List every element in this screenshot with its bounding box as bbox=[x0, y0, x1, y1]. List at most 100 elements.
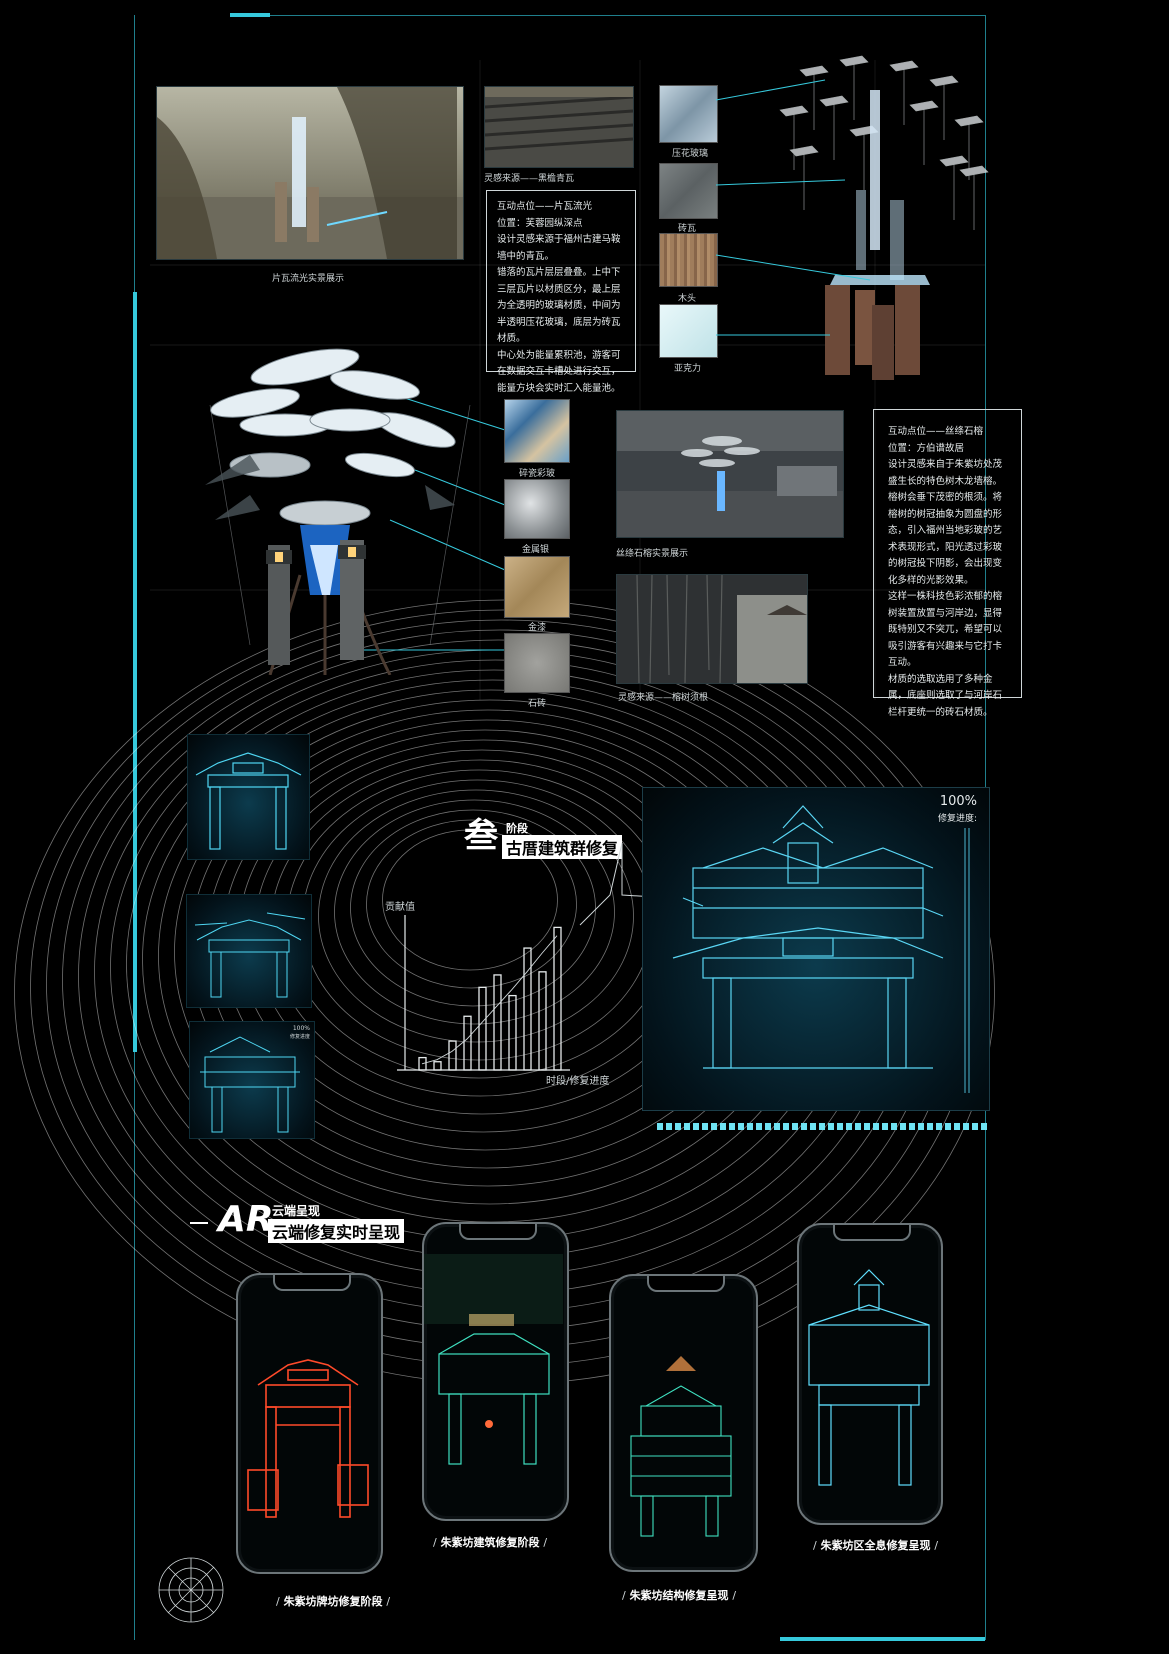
material-swatch-stone-brick bbox=[504, 633, 570, 693]
note-paragraph: 中心处为能量累积池，游客可在数据交互卡槽处进行交互，能量方块会实时汇入能量池。 bbox=[497, 349, 621, 394]
stone-banyan-note: 互动点位——丝绦石榕 位置：方伯谱故居 设计灵感来自于朱紫坊处茂盛生长的特色树木… bbox=[873, 409, 1022, 718]
material-swatch-brick-tile bbox=[659, 163, 718, 219]
contour-ring bbox=[334, 799, 615, 1025]
note-paragraph: 这样一株科技色彩浓郁的榕树装置放置与河岸边，显得既特别又不突兀，希望可以吸引游客… bbox=[888, 591, 1003, 668]
stone-banyan-photo bbox=[616, 410, 844, 538]
material-swatch-stained-glass bbox=[504, 399, 570, 463]
tile-roof-photo bbox=[484, 86, 634, 168]
floating-tile bbox=[819, 95, 849, 107]
ar-big-text: AR bbox=[218, 1199, 274, 1240]
chart-bar bbox=[508, 994, 517, 1071]
hologram-panel-bottom-bar bbox=[657, 1123, 988, 1130]
phone-notch bbox=[833, 1225, 911, 1241]
material-label: 压花玻璃 bbox=[672, 149, 709, 159]
gate-hologram-thumb-3: 100% 修复进度 bbox=[189, 1021, 315, 1139]
contribution-bar-chart bbox=[397, 915, 570, 1071]
material-label: 碎瓷彩玻 bbox=[519, 469, 556, 479]
stone-banyan-photo-caption: 丝绦石榕实景展示 bbox=[616, 549, 689, 559]
ar-small-text: 云端呈现 bbox=[272, 1204, 321, 1218]
contour-ring bbox=[350, 809, 596, 1007]
material-label: 木头 bbox=[678, 294, 697, 304]
stone-banyan-scene bbox=[617, 411, 843, 537]
tile-roof-caption: 灵感来源——黑檐青瓦 bbox=[484, 174, 575, 184]
shingle-light-scene bbox=[157, 87, 463, 259]
phone-label-text: 朱紫坊结构修复呈现 bbox=[629, 1589, 729, 1602]
gate-hologram-thumb-1 bbox=[187, 734, 310, 860]
note-title: 互动点位——片瓦流光 bbox=[497, 201, 593, 212]
stage-title-text: 古厝建筑群修复 bbox=[502, 835, 622, 859]
chart-bar bbox=[448, 1040, 457, 1071]
contour-ring bbox=[366, 819, 577, 989]
phone-notch bbox=[272, 1275, 351, 1291]
neon-gate-render bbox=[247, 1359, 369, 1518]
chart-bar bbox=[523, 947, 532, 1071]
note-paragraph: 设计灵感来源于福州古建马鞍墙中的青瓦。 bbox=[497, 234, 621, 262]
ar-title-dash bbox=[190, 1222, 208, 1224]
note-location: 位置：方伯谱故居 bbox=[888, 442, 965, 454]
chart-bar bbox=[418, 1056, 427, 1071]
chart-trend-line bbox=[421, 935, 558, 1065]
repair-progress-value: 100% bbox=[939, 794, 977, 809]
floating-tile bbox=[789, 145, 819, 157]
note-paragraph: 错落的瓦片层层叠叠。上中下三层瓦片以材质区分，最上层为全透明的玻璃材质，中间为半… bbox=[497, 267, 621, 344]
banyan-roots-photo bbox=[616, 574, 808, 684]
phone-label-text: 朱紫坊牌坊修复阶段 bbox=[283, 1595, 383, 1608]
frame-top-accent bbox=[230, 13, 270, 17]
repair-progress-label: 修复进度: bbox=[937, 814, 977, 824]
material-swatch-wood bbox=[659, 233, 718, 287]
chart-bar bbox=[433, 1061, 442, 1071]
shingle-light-exploded-model bbox=[779, 55, 989, 380]
phone-mockup-hologram bbox=[797, 1223, 943, 1525]
shingle-light-photo bbox=[156, 86, 464, 260]
stone-banyan-model bbox=[205, 348, 471, 675]
phone-notch bbox=[646, 1276, 725, 1292]
material-swatch-gold-lacquer bbox=[504, 556, 570, 618]
thumb-progress-label: 修复进度 bbox=[289, 1034, 310, 1040]
chart-bar bbox=[553, 926, 562, 1071]
frame-bottom-accent bbox=[780, 1637, 985, 1641]
material-swatch-embossed-glass bbox=[659, 85, 718, 143]
chart-bar bbox=[478, 986, 487, 1071]
material-label: 亚克力 bbox=[674, 364, 702, 374]
phone-label-gate: / 朱紫坊牌坊修复阶段 / bbox=[276, 1595, 391, 1608]
hologram-render bbox=[808, 1269, 930, 1486]
shingle-light-photo-caption: 片瓦流光实景展示 bbox=[272, 274, 345, 284]
phone-mockup-gate bbox=[236, 1273, 383, 1574]
note-title: 互动点位——丝绦石榕 bbox=[888, 426, 984, 437]
shingle-light-note: 互动点位——片瓦流光 位置：芙蓉园纵深点 设计灵感来源于福州古建马鞍墙中的青瓦。… bbox=[486, 190, 636, 394]
ar-title-block: AR 云端呈现 云端修复实时呈现 bbox=[190, 1200, 410, 1250]
floating-tile bbox=[954, 115, 984, 127]
floating-tile bbox=[889, 60, 919, 72]
banyan-roots-scene bbox=[617, 575, 807, 683]
tile-roof-texture bbox=[485, 87, 633, 167]
floating-tile bbox=[839, 55, 869, 67]
note-paragraph: 设计灵感来自于朱紫坊处茂盛生长的特色树木龙墙榕。榕树会垂下茂密的根须。将榕树的树… bbox=[888, 459, 1003, 586]
floating-tile bbox=[929, 75, 959, 87]
floating-tile bbox=[959, 165, 989, 177]
material-label: 砖瓦 bbox=[678, 224, 697, 234]
gate-hologram bbox=[200, 1036, 300, 1133]
gate-hologram bbox=[195, 752, 302, 850]
stage-number: 叁 bbox=[464, 816, 498, 856]
floating-tile bbox=[779, 105, 809, 117]
buildings-render bbox=[424, 1254, 563, 1465]
material-swatch-metal-silver bbox=[504, 479, 570, 539]
phone-label-buildings: / 朱紫坊建筑修复阶段 / bbox=[433, 1536, 548, 1549]
globe-grid-icon bbox=[158, 1557, 224, 1623]
material-label: 石砖 bbox=[528, 699, 547, 709]
structure-render bbox=[630, 1356, 732, 1537]
banyan-roots-caption: 灵感来源——榕树须根 bbox=[618, 693, 709, 703]
chart-y-label: 贡献值 bbox=[385, 902, 415, 913]
contour-ring bbox=[318, 789, 634, 1043]
ancient-buildings-hologram: 100% 修复进度: bbox=[642, 787, 990, 1111]
chart-x-label: 时段/修复进度 bbox=[546, 1076, 610, 1087]
thumb-progress-value: 100% bbox=[292, 1025, 310, 1032]
frame-top-line bbox=[270, 15, 985, 16]
floating-tile bbox=[909, 100, 939, 112]
stage-small-label: 阶段 bbox=[506, 822, 528, 835]
connector-lines bbox=[350, 79, 871, 651]
material-label: 金漆 bbox=[528, 623, 547, 633]
chart-bar bbox=[538, 971, 547, 1071]
gate-hologram bbox=[194, 912, 306, 998]
material-swatch-acrylic bbox=[659, 304, 718, 358]
